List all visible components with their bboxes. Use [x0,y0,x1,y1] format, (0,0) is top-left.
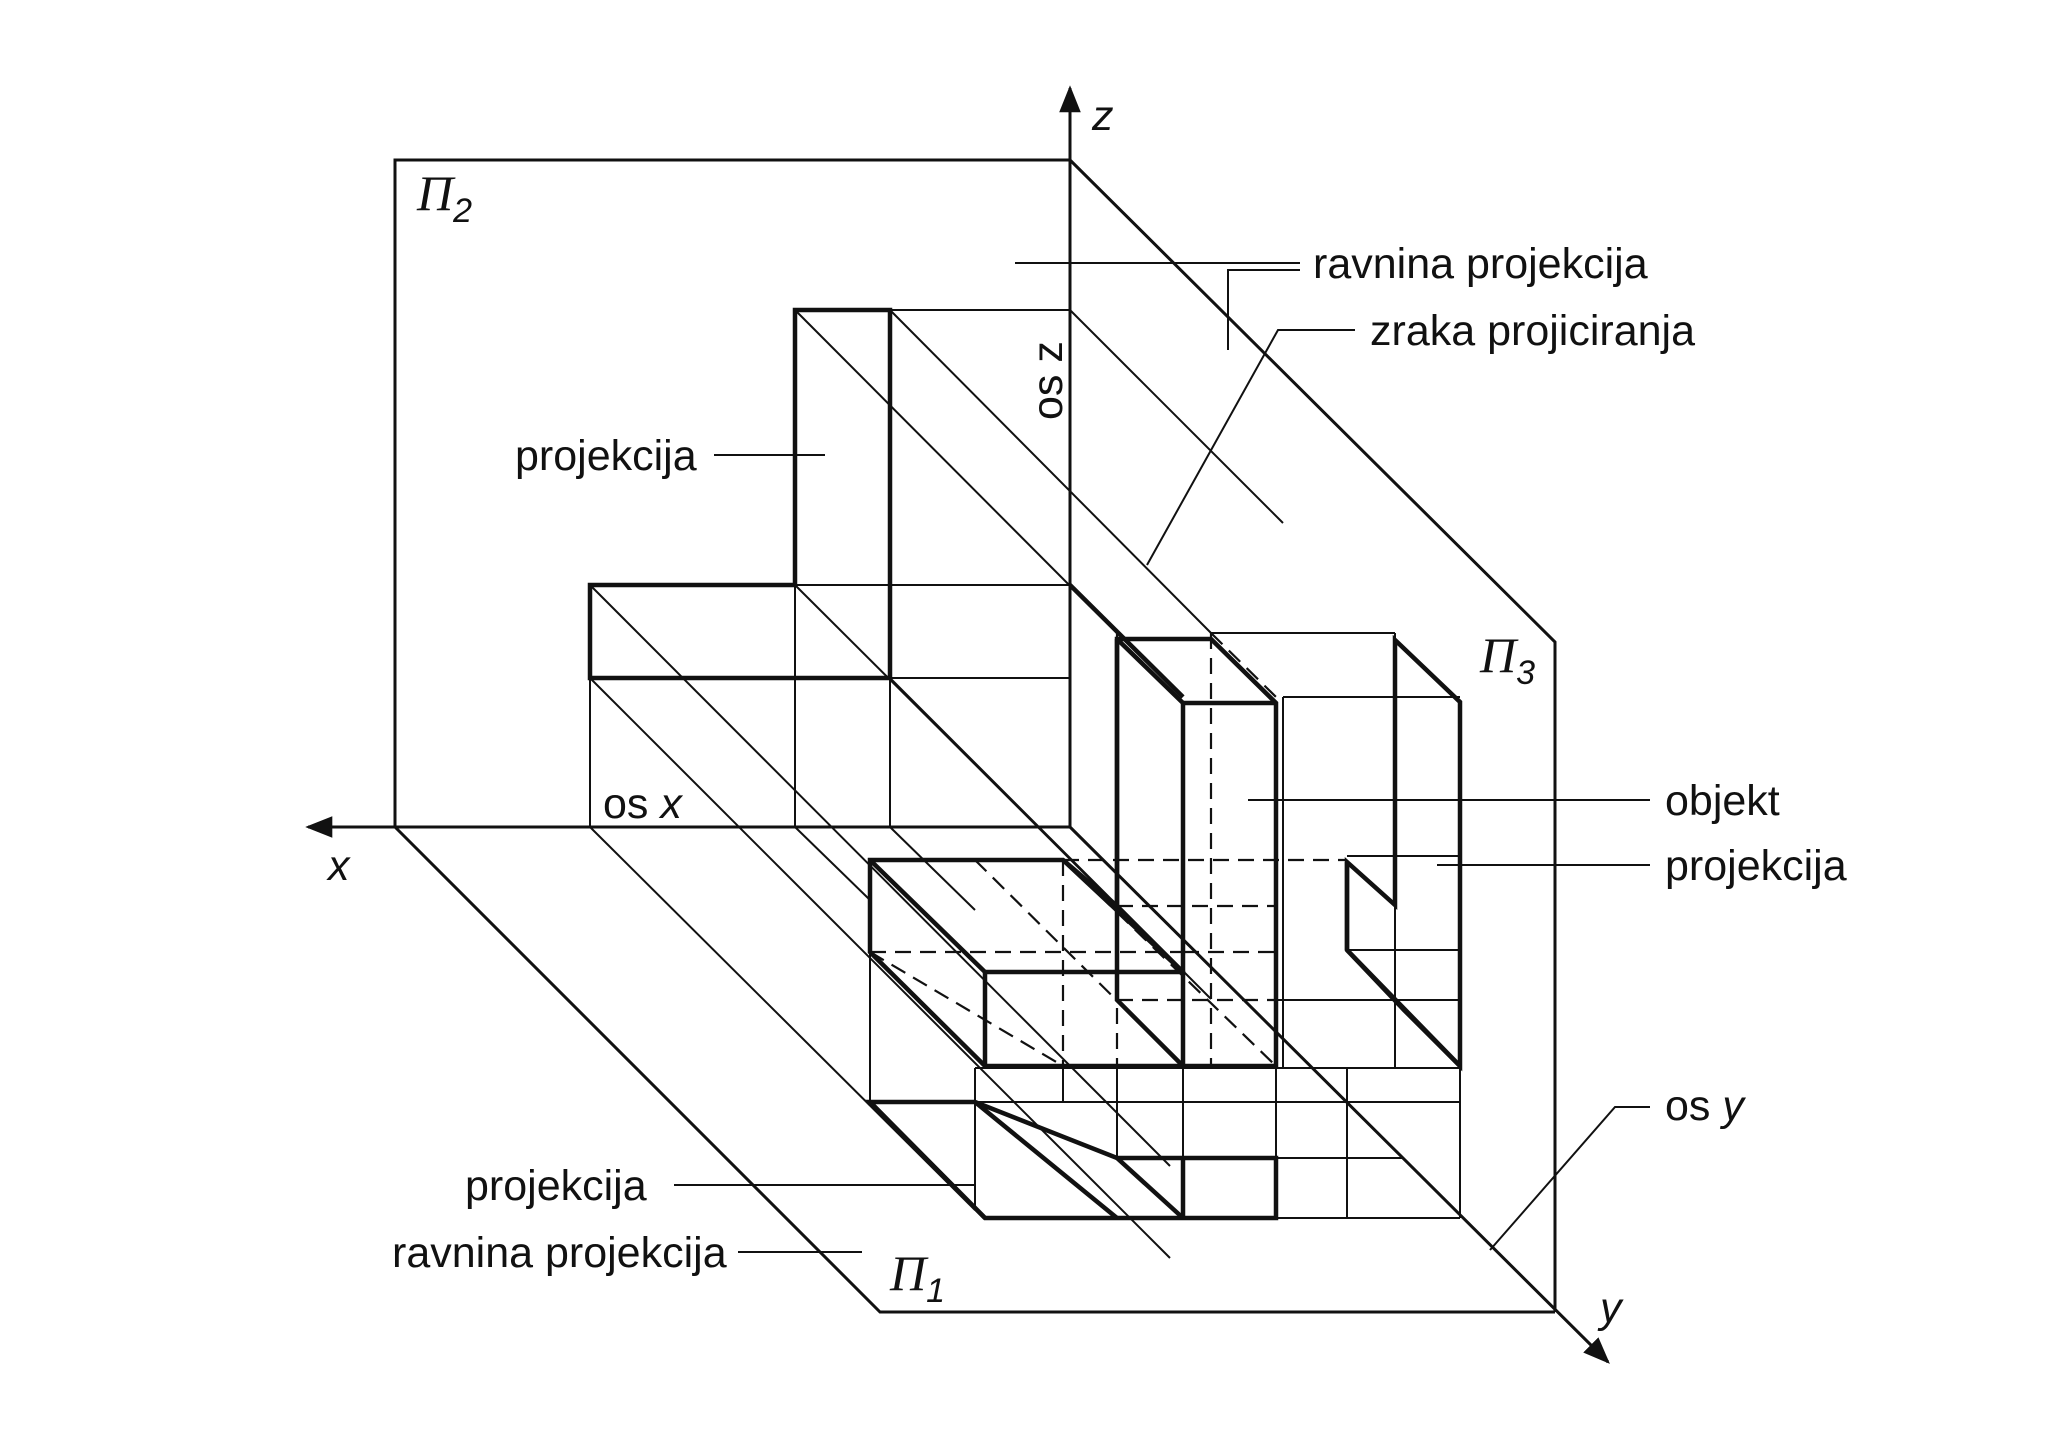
label-ravnina-projekcija-top: ravnina projekcija [1313,240,1648,288]
plane-profile-label: Π3 [1479,627,1535,692]
os-y-label: os y [1665,1082,1746,1130]
axis-y-label: y [1597,1284,1624,1332]
label-zraka-projiciranja: zraka projiciranja [1370,307,1695,355]
projection-rays [589,309,1461,1259]
profile-projection [1344,634,1463,1072]
os-x-label: os x [603,780,683,828]
label-ravnina-projekcija-bottom: ravnina projekcija [392,1229,727,1277]
plane-horizontal-label: Π1 [889,1245,945,1310]
label-objekt: objekt [1665,777,1780,825]
axis-z-label: z [1091,92,1114,140]
profile-plane [1068,158,1557,1312]
horizontal-plane [393,825,1555,1314]
label-projekcija-horizontal: projekcija [465,1162,647,1210]
leader-lines [674,262,1650,1253]
label-projekcija-frontal: projekcija [515,432,697,480]
object [867,583,1279,1069]
os-z-label: os z [1024,341,1072,420]
plane-frontal-label: Π2 [416,165,472,230]
axis-x-label: x [326,842,351,890]
y-axis [1068,825,1610,1364]
frontal-projection [587,307,893,681]
label-projekcija-profile: projekcija [1665,842,1847,890]
